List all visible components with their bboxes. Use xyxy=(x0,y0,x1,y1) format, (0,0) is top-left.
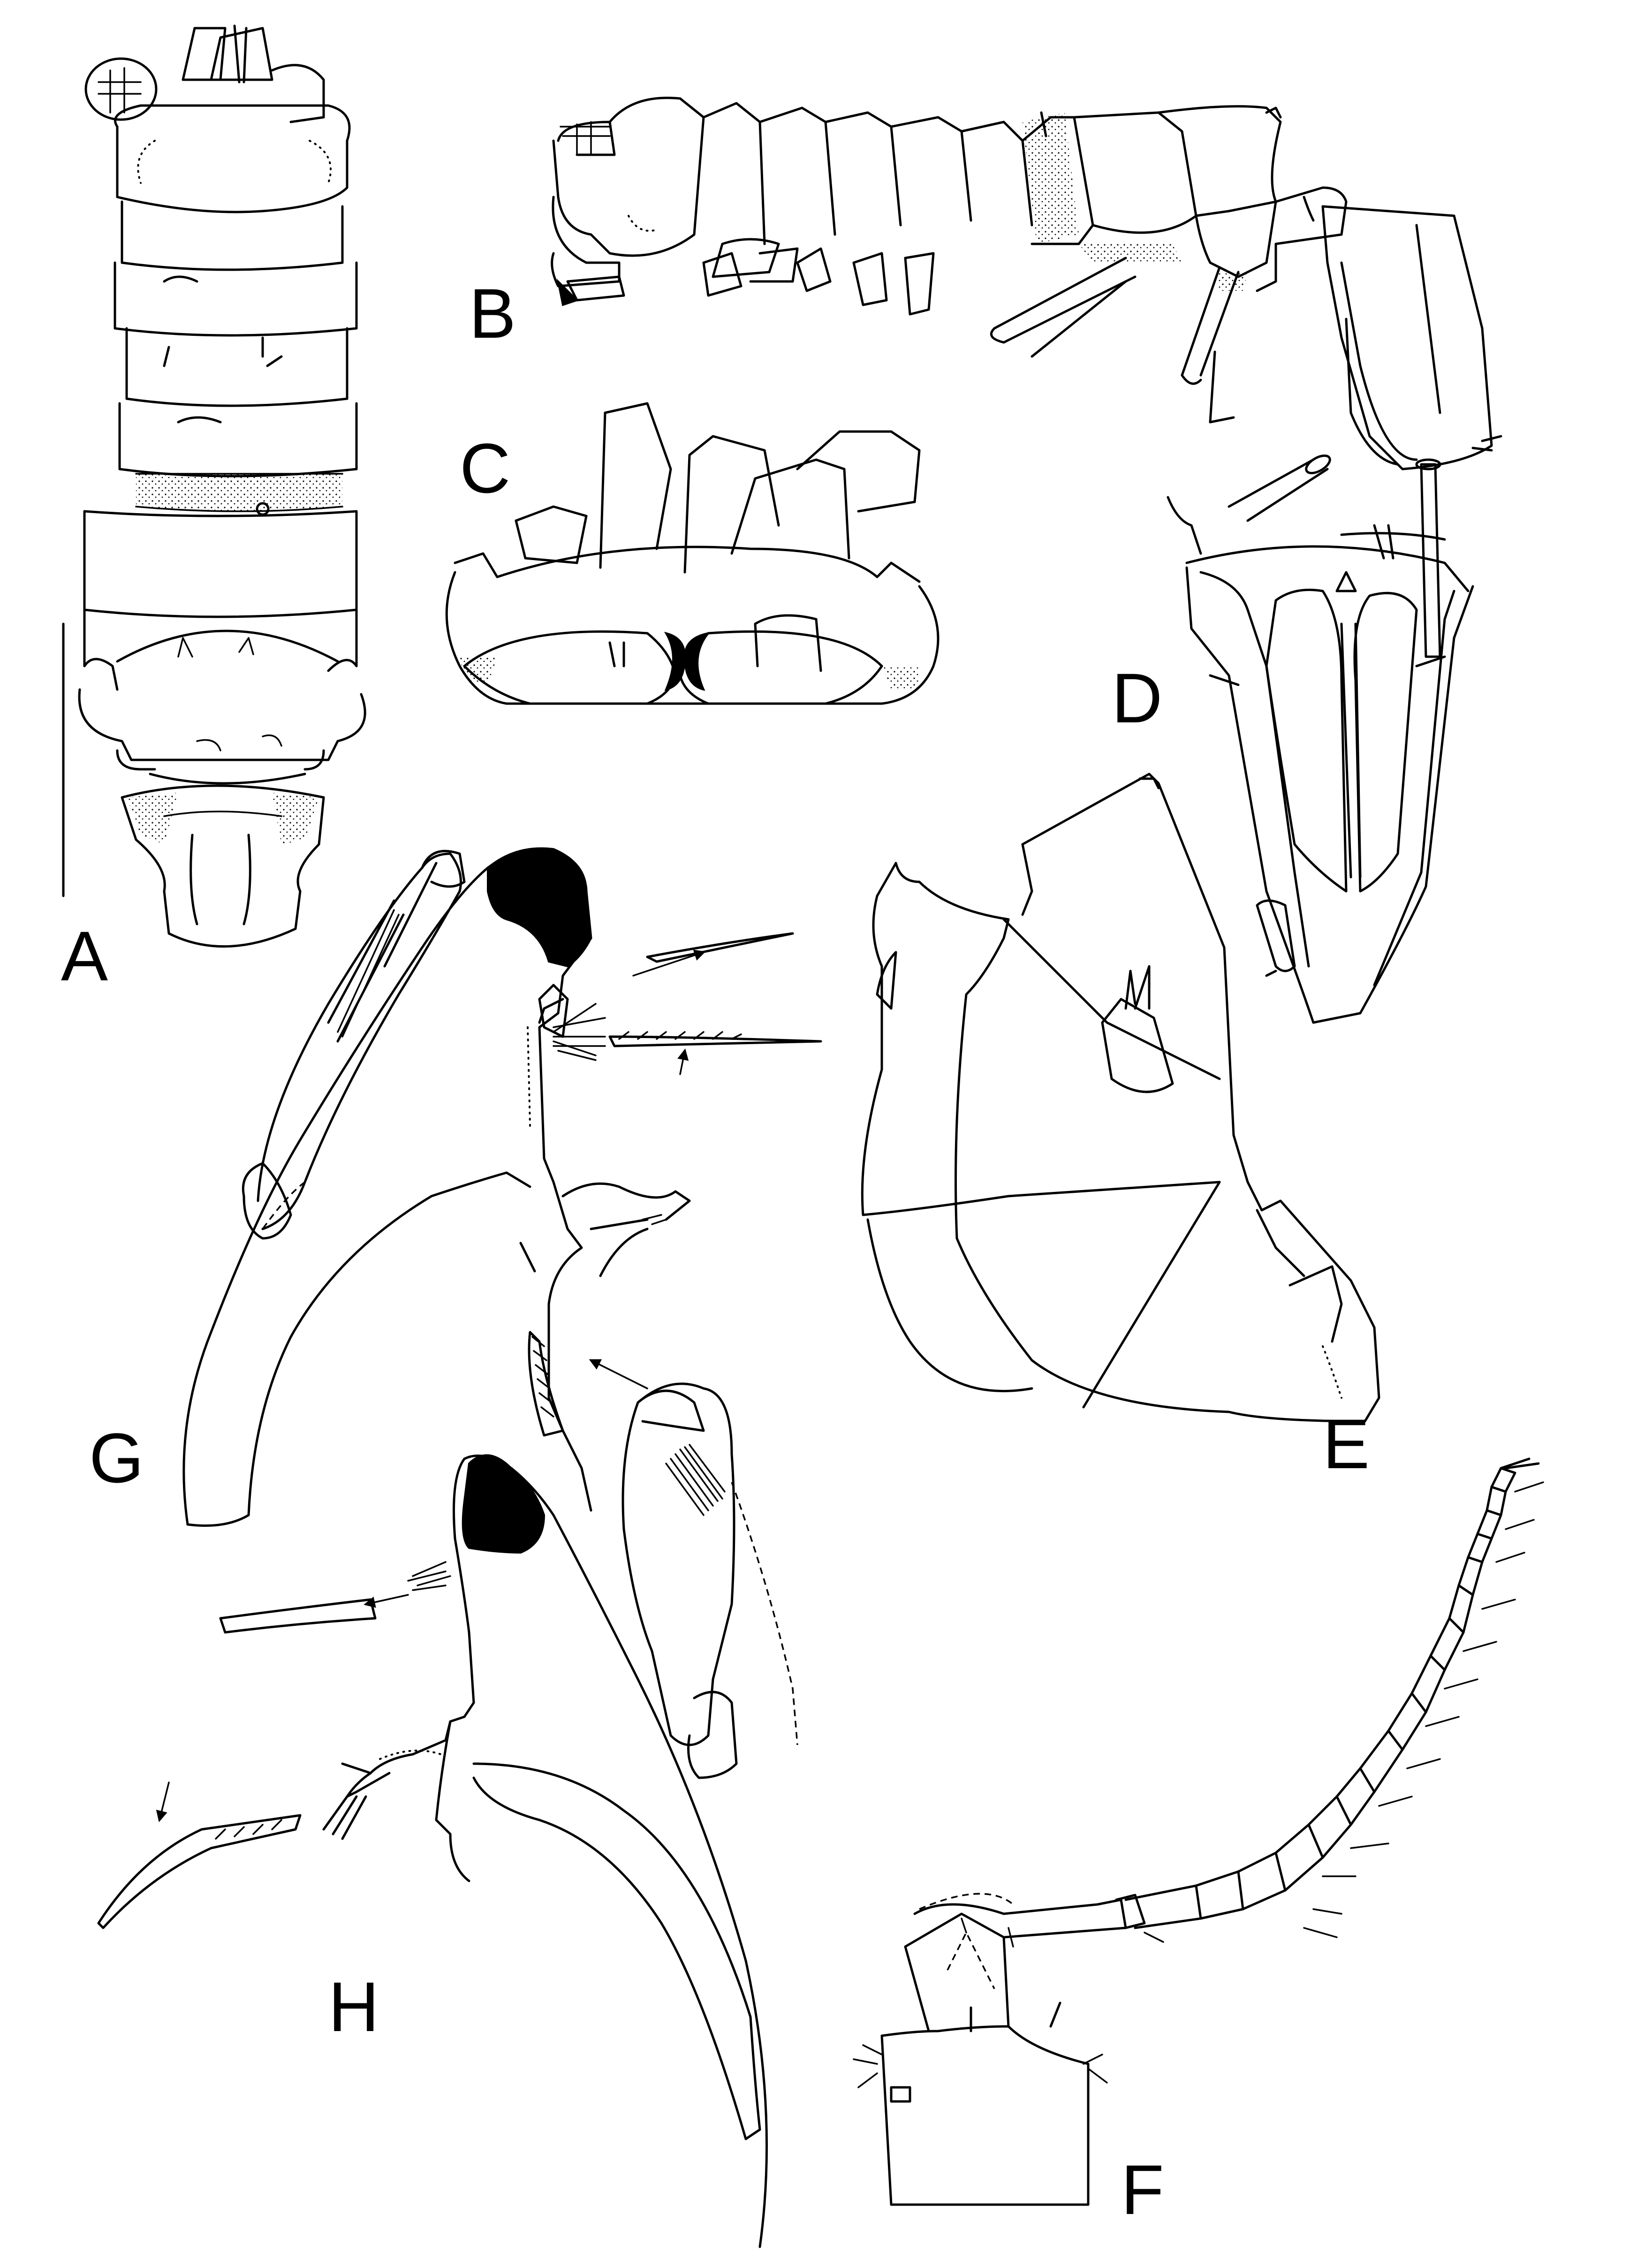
panel-e-appendage: E xyxy=(861,773,1380,1483)
panel-a-dorsal-view: A xyxy=(61,24,366,995)
panel-g-mandible: G xyxy=(89,847,822,1527)
panel-f-antenna: F xyxy=(853,1457,1544,2229)
panel-label-d: D xyxy=(1112,659,1162,737)
panel-label-e: E xyxy=(1323,1404,1370,1483)
panel-h-mandible: H xyxy=(97,1382,798,2248)
panel-label-b: B xyxy=(469,274,516,353)
panel-label-g: G xyxy=(89,1418,144,1497)
panel-label-a: A xyxy=(61,917,108,995)
panel-c-head-view: C xyxy=(445,402,940,705)
panel-label-f: F xyxy=(1121,2150,1164,2229)
panel-d-pleotelson: D xyxy=(1112,454,1474,1024)
panel-label-h: H xyxy=(328,1967,379,2046)
panel-b-lateral-view: B xyxy=(469,97,1502,470)
panel-label-c: C xyxy=(460,429,510,508)
